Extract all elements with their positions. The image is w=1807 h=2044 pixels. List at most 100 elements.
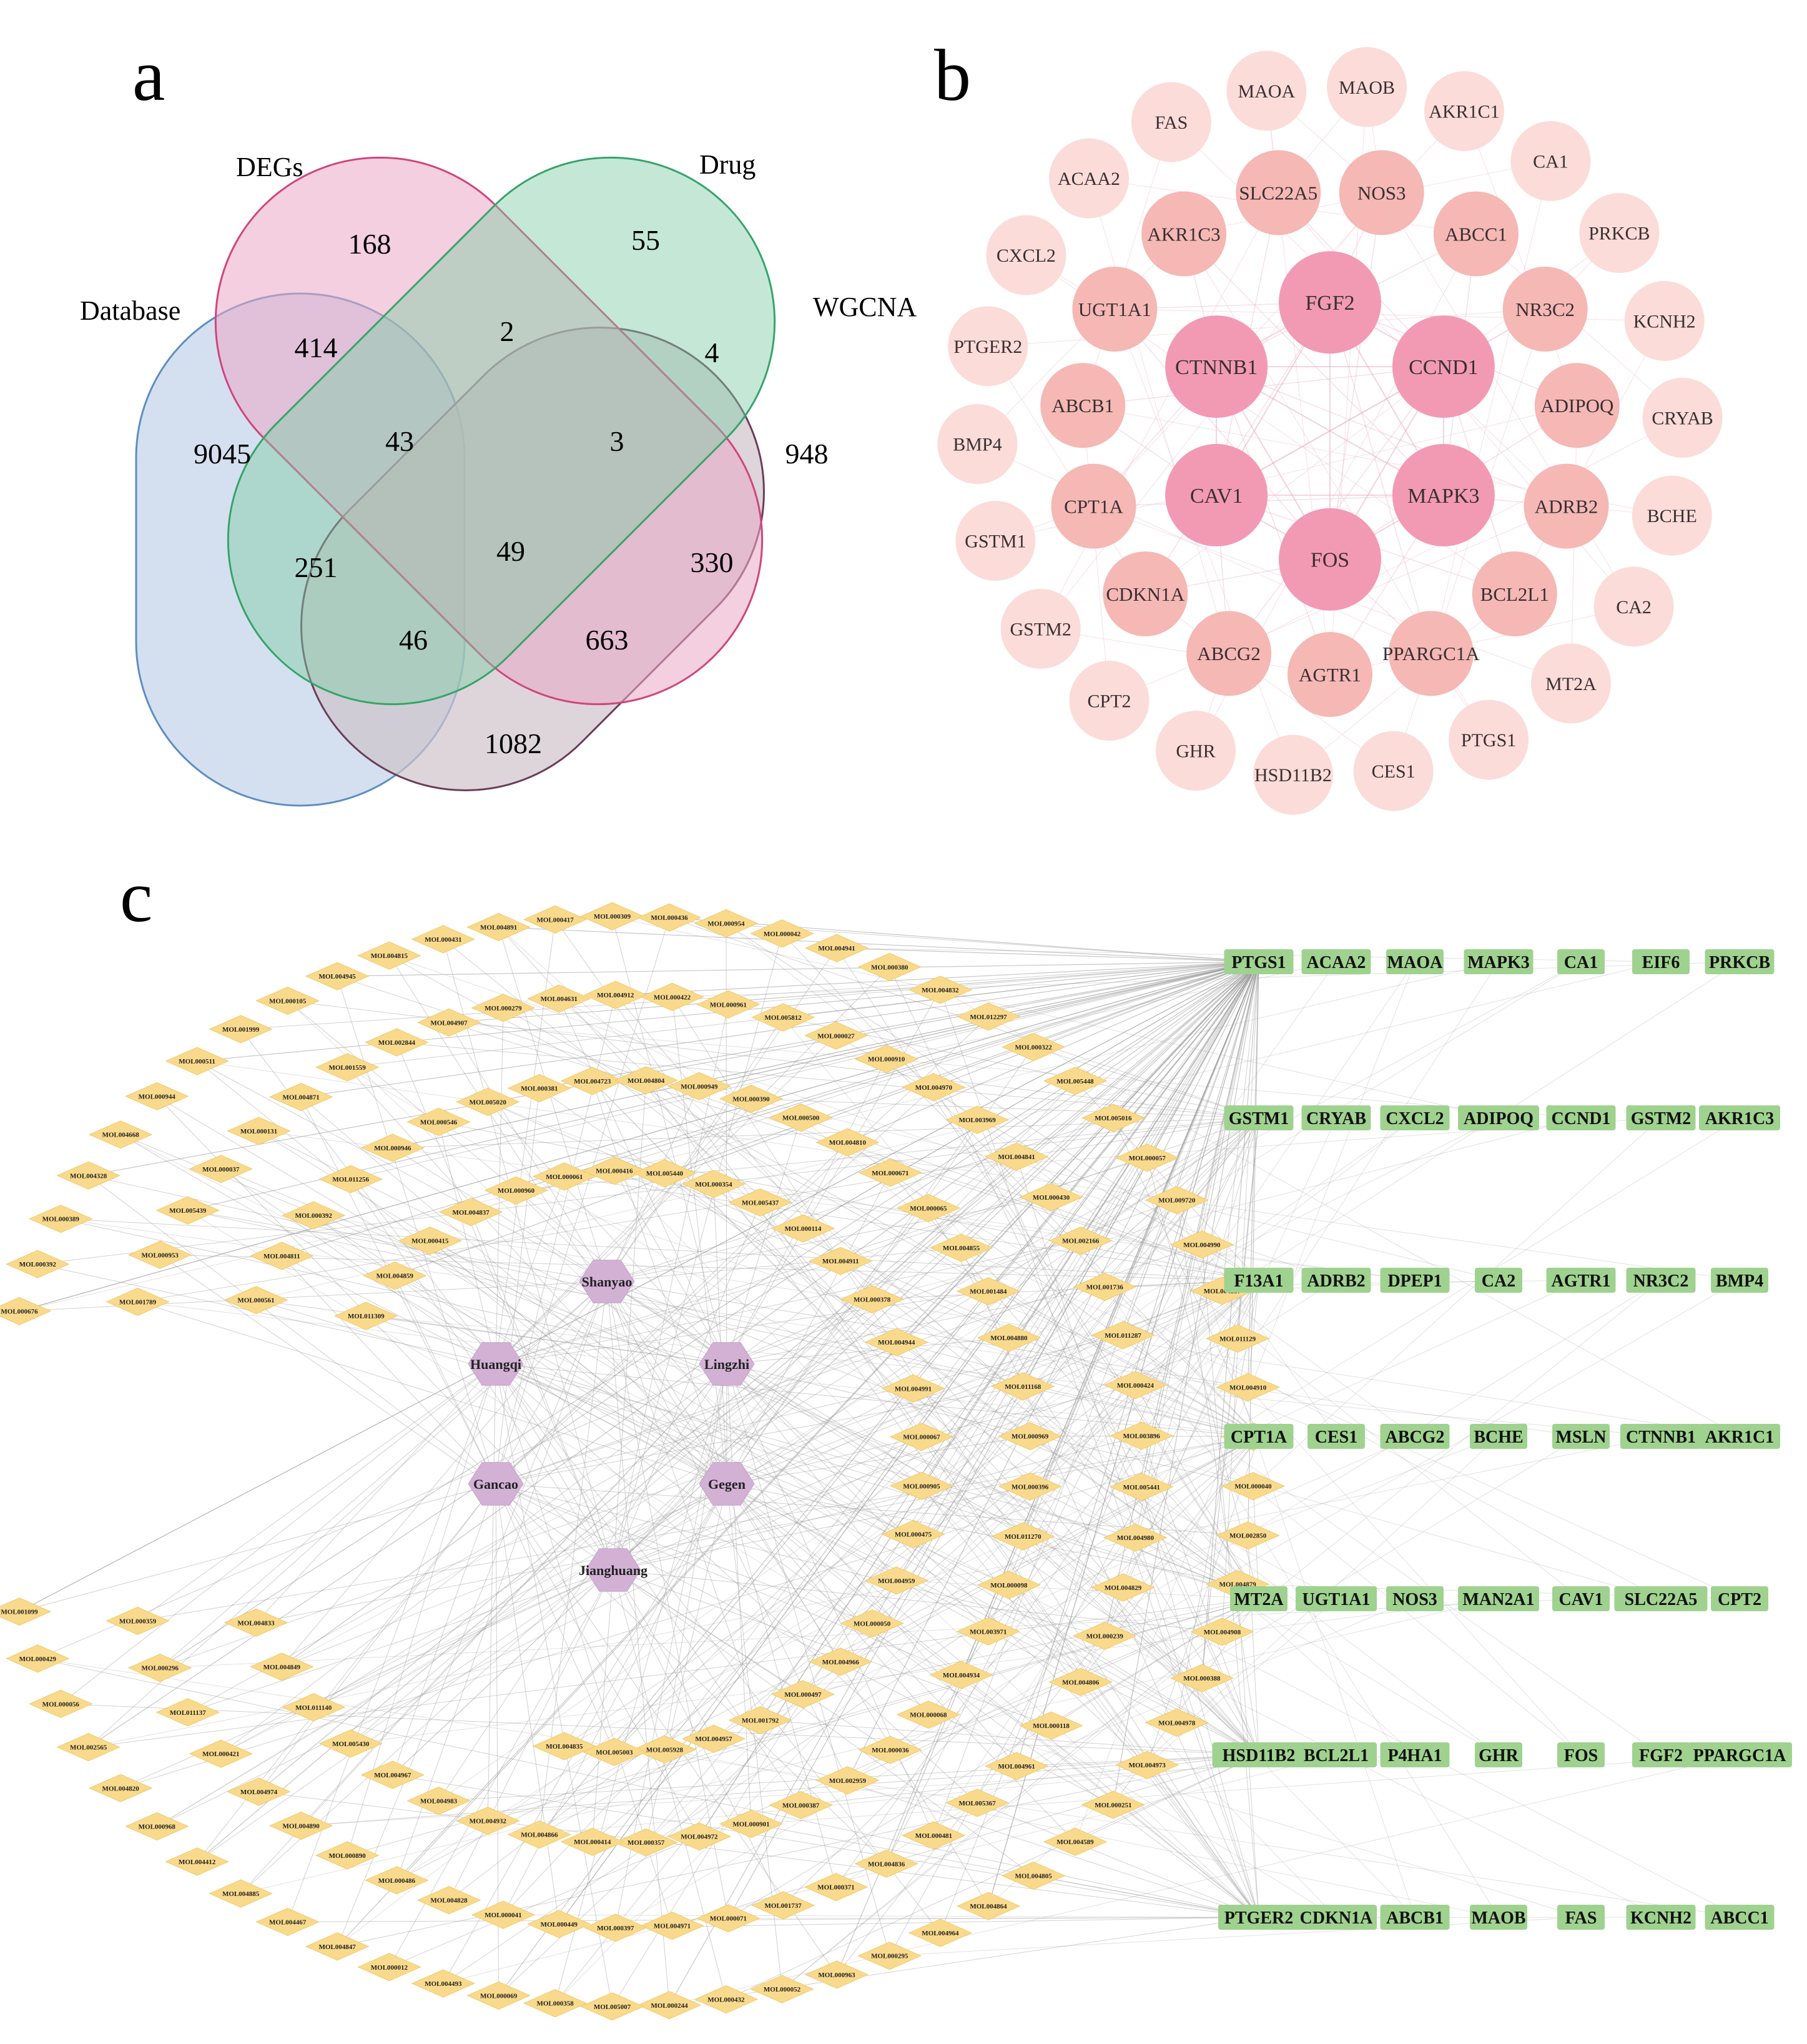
network-edge (495, 1483, 962, 1676)
molecule-label: MOL003896 (1123, 1433, 1161, 1440)
molecule-node: MOL011270 (991, 1522, 1055, 1551)
network-edge (392, 1147, 608, 1282)
molecule-node: MOL000486 (365, 1866, 429, 1895)
network-edge (613, 1208, 929, 1571)
network-edge (837, 947, 1259, 962)
network-edge (961, 961, 1259, 1248)
network-edge (726, 1754, 1259, 2000)
molecule-label: MOL004978 (1158, 1719, 1196, 1727)
molecule-label: MOL004974 (240, 1789, 278, 1796)
ppi-node-circle (955, 501, 1036, 581)
molecule-node: MOL004832 (908, 975, 973, 1004)
network-edge (961, 1247, 1740, 1599)
ppi-node-circle (1388, 611, 1474, 696)
network-edge (606, 1228, 804, 1282)
network-edge (37, 1658, 1740, 1918)
molecule-node: MOL004978 (1145, 1708, 1209, 1737)
molecule-label: MOL004864 (970, 1903, 1007, 1910)
molecule-node: MOL000396 (998, 1472, 1062, 1501)
molecule-diamond (977, 1571, 1041, 1599)
target-node-mt2a: MT2A (1230, 1586, 1288, 1611)
molecule-diamond (998, 1472, 1062, 1501)
target-label: BCHE (1474, 1428, 1523, 1447)
network-edge (613, 1080, 647, 1571)
molecule-diamond (155, 1196, 220, 1225)
molecule-diamond (466, 913, 531, 942)
molecule-label: MOL004908 (1204, 1629, 1241, 1636)
molecule-node: MOL000354 (681, 1170, 746, 1198)
molecule-node: MOL009720 (1145, 1186, 1209, 1215)
target-label: MAOA (1387, 953, 1443, 972)
target-box (1230, 1586, 1288, 1611)
network-edge (835, 1436, 1582, 1888)
network-edge (1135, 1385, 1259, 1599)
molecule-node: MOL002565 (56, 1733, 121, 1762)
molecule-label: MOL000322 (1015, 1044, 1053, 1052)
venn-set-label-wgcna: WGCNA (813, 292, 917, 322)
network-edge (1248, 1535, 1259, 1755)
ppi-node-ghr: GHR (1156, 711, 1236, 791)
network-edge (726, 1172, 891, 1484)
target-box (1380, 1268, 1450, 1293)
network-edge (726, 1388, 913, 1484)
herb-node-huangqi: Huangqi (468, 1342, 524, 1386)
molecule-node: MOL004855 (929, 1233, 993, 1262)
molecule-node: MOL004837 (438, 1198, 503, 1227)
herb-hexagon (468, 1342, 524, 1386)
molecule-node: MOL000497 (771, 1680, 835, 1709)
target-node-prkcb: PRKCB (1705, 949, 1775, 974)
ppi-node-circle (1642, 377, 1723, 458)
network-edge (255, 1363, 496, 1623)
molecule-diamond (896, 1193, 961, 1222)
molecule-diamond (881, 1374, 945, 1403)
molecule-node: MOL000378 (840, 1285, 904, 1314)
venn-counts: 9045 168 55 948 414 2 4 43 3 251 49 330 … (194, 224, 829, 759)
molecule-node: MOL000392 (281, 1201, 346, 1230)
molecule-label: MOL005440 (646, 1170, 684, 1178)
network-edge (187, 1210, 1259, 1437)
molecule-diamond (365, 1028, 429, 1057)
molecule-label: MOL000052 (764, 1986, 801, 1993)
target-box (1307, 1424, 1365, 1449)
network-edge (646, 1280, 1259, 1843)
molecule-node: MOL000057 (1115, 1143, 1179, 1172)
molecule-label: MOL000546 (420, 1118, 458, 1126)
target-label: FGF2 (1639, 1746, 1683, 1765)
molecule-label: MOL000309 (594, 913, 631, 921)
molecule-diamond (365, 1866, 429, 1895)
ppi-node-circle (1156, 711, 1236, 791)
molecule-node: MOL000050 (840, 1609, 904, 1638)
network-edge (495, 1087, 934, 1484)
network-edge (847, 961, 1259, 1781)
molecule-label: MOL004944 (878, 1339, 915, 1346)
molecule-label: MOL002565 (70, 1744, 107, 1752)
molecule-diamond (694, 1985, 759, 2014)
molecule-diamond (127, 1654, 192, 1682)
ppi-node-cxcl2: CXCL2 (986, 215, 1066, 295)
ppi-node-label: FGF2 (1305, 292, 1354, 315)
network-edge (61, 1218, 1259, 1281)
molecule-diamond (456, 1807, 520, 1835)
molecule-label: MOL004941 (818, 945, 855, 952)
network-edge (592, 1080, 727, 1484)
network-edge (592, 1080, 1416, 1918)
venn-set-label-database: Database (80, 295, 180, 326)
network-edge (613, 1156, 1017, 1571)
herb-label: Lingzhi (704, 1356, 749, 1372)
molecule-diamond (1073, 1273, 1137, 1301)
network-edge (438, 1122, 496, 1365)
ppi-node-akr1c3: AKR1C3 (1141, 191, 1227, 277)
molecule-label: MOL004980 (1117, 1534, 1155, 1542)
molecule-node: MOL011256 (318, 1165, 383, 1193)
molecule-node: MOL000422 (640, 982, 704, 1011)
molecule-node: MOL003971 (956, 1617, 1021, 1646)
venn-count-degs-drug-wgcna: 3 (610, 425, 624, 457)
ppi-node-label: MT2A (1545, 674, 1597, 694)
network-edge (448, 1022, 1582, 1118)
network-edge (487, 1102, 727, 1365)
network-edge (495, 1386, 1023, 1484)
network-edge (495, 1142, 848, 1484)
ppi-node-label: ABCC1 (1445, 223, 1507, 245)
network-edge (281, 1255, 496, 1484)
network-edge (977, 1119, 1416, 1437)
